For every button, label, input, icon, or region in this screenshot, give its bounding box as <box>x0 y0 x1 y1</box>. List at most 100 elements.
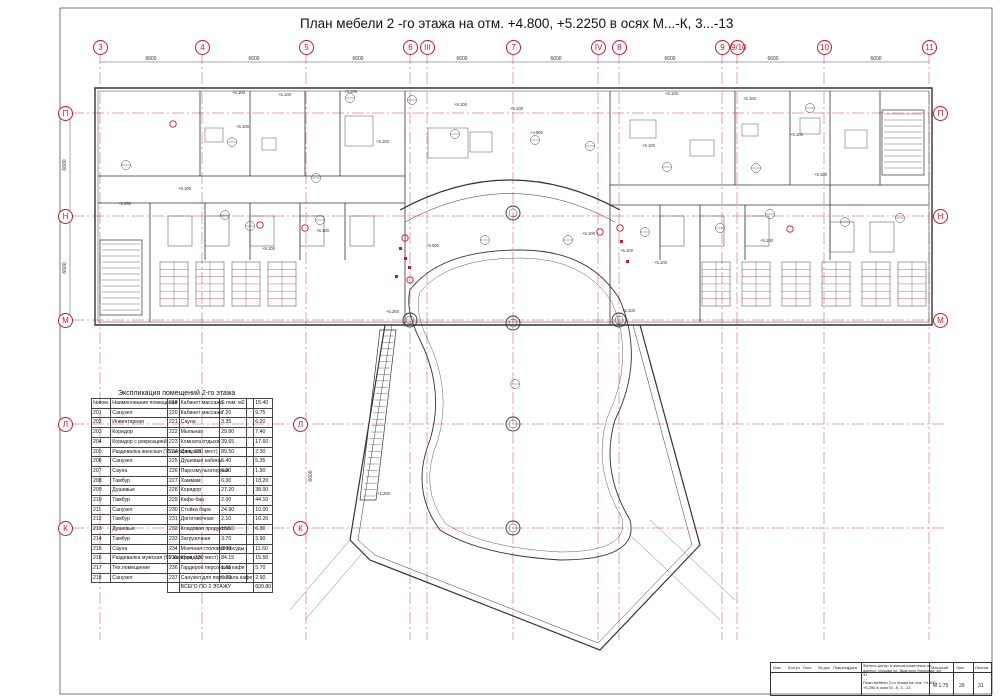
title-block-column: № док <box>818 665 830 670</box>
room-tag <box>662 162 672 172</box>
table-cell: 213 <box>90 524 112 535</box>
room-tag <box>563 235 573 245</box>
level-mark: +5.250 <box>118 201 132 206</box>
dimension-top: 6600 <box>870 56 881 62</box>
axis-bubble-top: 9 <box>715 40 730 55</box>
level-mark: +5.100 <box>620 248 634 253</box>
table-cell: 17.60 <box>253 436 274 448</box>
table-cell: 5.70 <box>253 562 274 574</box>
room-tag <box>765 209 775 219</box>
table-cell: 15.50 <box>253 553 274 564</box>
room-tag <box>585 141 595 151</box>
table-cell: 6.20 <box>253 417 274 429</box>
level-mark: +5.100 <box>236 124 250 129</box>
table-cell: 212 <box>90 514 112 526</box>
table-cell: Комната отдыха <box>178 436 255 448</box>
table-cell: Санузел для персонала кафе <box>178 572 255 584</box>
axis-bubble-repeat: Н <box>933 209 948 224</box>
axis-bubble-left: Н <box>58 209 73 224</box>
room-tag <box>227 137 237 147</box>
sheets-label: Листов <box>975 665 988 670</box>
dimension-left: 6600 <box>62 262 68 273</box>
room-tag <box>751 163 761 173</box>
axis-bubble-top: 6 <box>403 40 418 55</box>
table-cell: 215 <box>90 543 112 555</box>
level-mark: +1.200 <box>377 491 391 496</box>
table-cell: 203 <box>90 427 112 438</box>
table-cell: 218 <box>90 572 112 584</box>
red-annotations <box>121 93 905 389</box>
sheet-label: Лист <box>956 665 965 670</box>
sheet-count: 31 <box>978 683 984 689</box>
axis-bubble-top: 7 <box>506 40 521 55</box>
level-mark: +5.100 <box>344 89 358 94</box>
table-cell: 227 <box>167 475 180 487</box>
level-mark: +5.100 <box>510 106 524 111</box>
table-cell: 222 <box>167 427 180 438</box>
table-cell: 232 <box>167 524 180 535</box>
table-cell: Сауна <box>178 417 255 429</box>
building-outline <box>94 87 933 326</box>
dimension-top: 6600 <box>767 56 778 62</box>
table-cell: 237 <box>167 572 180 584</box>
column <box>505 520 521 536</box>
table-cell: 201 <box>90 407 112 419</box>
table-cell: 229 <box>167 495 180 506</box>
table-cell: 224 <box>167 446 180 458</box>
level-mark: +5.100 <box>454 102 468 107</box>
dimension-top: 6600 <box>145 56 156 62</box>
level-mark: +5.100 <box>760 238 774 243</box>
level-mark: +5.100 <box>743 96 757 101</box>
column <box>505 416 521 432</box>
table-cell: 38.00 <box>253 485 274 497</box>
table-cell: 11.60 <box>253 543 274 555</box>
level-mark: +5.100 <box>814 172 828 177</box>
table-cell: 216 <box>90 553 112 564</box>
column <box>611 312 627 328</box>
axis-bubble-repeat: К <box>293 521 308 536</box>
table-cell: 220 <box>167 407 180 419</box>
title-block-column: Изм. <box>773 665 782 670</box>
table-cell: Моечная столовой посуды <box>178 543 255 555</box>
axis-bubble-left: К <box>58 521 73 536</box>
table-cell: 204 <box>90 436 112 448</box>
table-cell: Кабинет массажа <box>178 407 255 419</box>
level-mark: +5.100 <box>622 308 636 313</box>
dimension-top: 6600 <box>550 56 561 62</box>
level-mark: +5.100 <box>642 143 656 148</box>
axis-bubble-top: 10 <box>817 40 832 55</box>
axis-bubble-top: III <box>420 40 435 55</box>
level-mark: +5.100 <box>232 90 246 95</box>
locker-blocks <box>159 115 927 307</box>
table-cell: Хаммам <box>178 475 255 487</box>
axis-bubble-top: 9/10 <box>730 40 747 55</box>
title-block-column: Лист <box>803 665 812 670</box>
title-block-column: Дата <box>848 665 857 670</box>
axis-bubble-left: Л <box>58 417 73 432</box>
level-mark: +5.100 <box>665 91 679 96</box>
axis-bubble-top: 5 <box>299 40 314 55</box>
table-cell: Коридор <box>178 553 255 564</box>
dimension-top: 6600 <box>248 56 259 62</box>
level-mark: +5.100 <box>316 228 330 233</box>
table-cell: 5.35 <box>253 456 274 467</box>
table-cell: Санузел <box>178 446 255 458</box>
table-cell: 10.00 <box>253 504 274 516</box>
level-mark: +4.800 <box>530 130 544 135</box>
